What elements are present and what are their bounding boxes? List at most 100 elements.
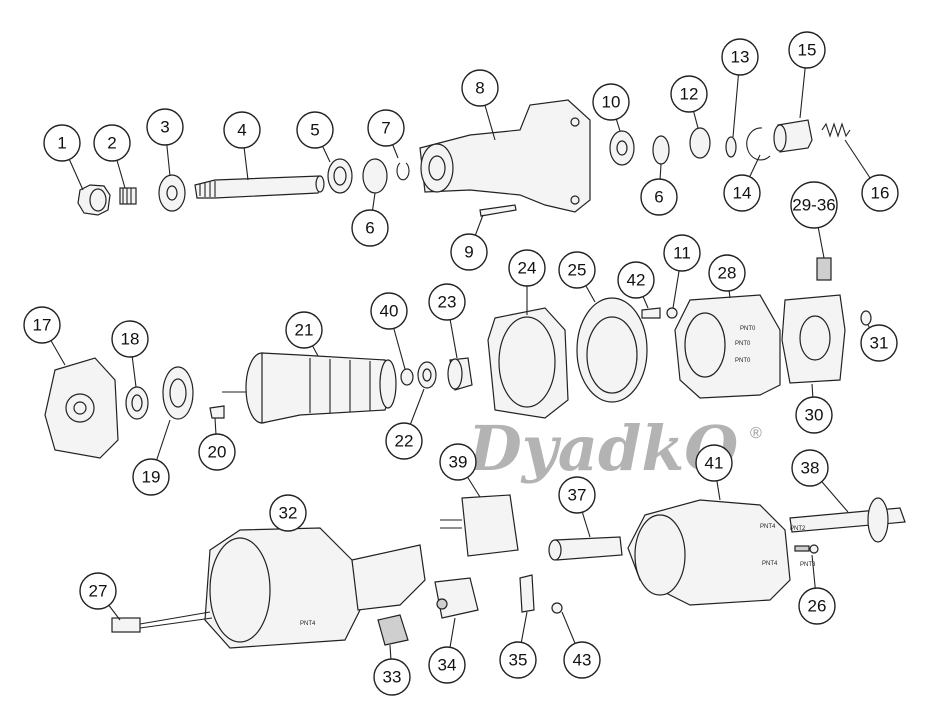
svg-text:PNT4: PNT4 <box>300 621 316 627</box>
part-spring <box>821 122 851 138</box>
part-o-ring-2 <box>652 135 670 165</box>
callout-9: 9 <box>450 233 488 271</box>
callout-3: 3 <box>146 108 184 146</box>
callout-number: 41 <box>705 454 724 473</box>
callout-number: 42 <box>627 271 646 290</box>
callout-circle <box>592 83 630 121</box>
callout-43: 43 <box>563 641 601 679</box>
callout-40: 40 <box>370 292 408 330</box>
part-bearing-2 <box>609 130 635 166</box>
part-bearing-3 <box>125 386 149 420</box>
callout-number: 37 <box>568 486 587 505</box>
part-ring <box>689 127 711 159</box>
part-side-handle: PNT2 <box>789 497 906 543</box>
callout-number: 7 <box>381 119 390 138</box>
callout-25: 25 <box>558 251 596 289</box>
callout-circle <box>146 108 184 146</box>
callout-23: 23 <box>428 283 466 321</box>
part-sleeve <box>773 119 813 153</box>
svg-text:PNT4: PNT4 <box>762 561 778 567</box>
callout-circle <box>790 181 838 229</box>
part-motor-housing: PNT4 <box>204 527 426 649</box>
callout-circle <box>617 261 655 299</box>
callout-31: 31 <box>860 324 898 362</box>
callout-circle <box>439 443 477 481</box>
callout-number: 16 <box>871 184 890 203</box>
part-clip <box>860 310 872 326</box>
svg-text:PNT2: PNT2 <box>790 526 806 532</box>
callout-14: 14 <box>723 174 761 212</box>
callout-2: 2 <box>93 124 131 162</box>
part-bearing <box>327 158 353 194</box>
part-spindle <box>194 175 325 199</box>
part-brush-holder <box>781 294 846 384</box>
callout-6: 6 <box>351 209 389 247</box>
callout-32: 32 <box>269 494 307 532</box>
callout-circle <box>198 433 236 471</box>
callout-number: 10 <box>602 93 621 112</box>
callout-number: 31 <box>870 334 889 353</box>
part-stator: PNT0 PNT0 PNT0 <box>674 294 781 399</box>
callout-number: 12 <box>680 85 699 104</box>
callout-circle <box>23 306 61 344</box>
callout-7: 7 <box>367 109 405 147</box>
callout-circle <box>132 458 170 496</box>
callout-number: 8 <box>475 79 484 98</box>
callout-circle <box>269 494 307 532</box>
callout-26: 26 <box>798 587 836 625</box>
part-bearing-sleeve <box>447 357 473 391</box>
callout-29-36: 29-36 <box>790 181 838 229</box>
callout-circle <box>223 111 261 149</box>
callout-42: 42 <box>617 261 655 299</box>
callout-16: 16 <box>861 174 899 212</box>
callout-number: 21 <box>295 321 314 340</box>
callout-27: 27 <box>79 572 117 610</box>
callout-number: 15 <box>798 41 817 60</box>
callout-circle <box>791 449 829 487</box>
part-small-ring <box>725 136 737 158</box>
callout-4: 4 <box>223 111 261 149</box>
callout-circle <box>788 31 826 69</box>
callout-circle <box>285 311 323 349</box>
callout-circle <box>296 111 334 149</box>
svg-text:PNT0: PNT0 <box>735 358 751 364</box>
part-cover-frame <box>487 307 569 419</box>
callout-number: 3 <box>160 118 169 137</box>
callout-number: 6 <box>654 188 663 207</box>
callout-circle <box>93 124 131 162</box>
callout-18: 18 <box>111 320 149 358</box>
callout-number: 28 <box>718 264 737 283</box>
part-flange-washer <box>158 174 186 212</box>
callout-34: 34 <box>428 646 466 684</box>
part-carbon-brush <box>816 257 832 281</box>
callout-circle <box>508 249 546 287</box>
svg-text:PNT0: PNT0 <box>740 326 756 332</box>
svg-text:DyadkO: DyadkO <box>466 412 738 485</box>
callout-37: 37 <box>558 476 596 514</box>
part-screw-2 <box>209 405 225 419</box>
callout-circle <box>43 124 81 162</box>
callout-number: 40 <box>380 302 399 321</box>
callout-circle <box>640 178 678 216</box>
callout-circle <box>428 646 466 684</box>
callout-circle <box>499 641 537 679</box>
callout-8: 8 <box>461 69 499 107</box>
part-bearing-4 <box>417 361 437 389</box>
callout-number: 6 <box>365 219 374 238</box>
callout-number: 19 <box>142 468 161 487</box>
callout-28: 28 <box>708 254 746 292</box>
callout-number: 38 <box>801 459 820 478</box>
callout-38: 38 <box>791 449 829 487</box>
callout-30: 30 <box>795 396 833 434</box>
callout-circle <box>708 254 746 292</box>
callout-circle <box>450 233 488 271</box>
svg-text:®: ® <box>750 425 762 442</box>
callout-24: 24 <box>508 249 546 287</box>
callout-circle <box>558 251 596 289</box>
callout-circle <box>563 641 601 679</box>
callout-number: 39 <box>449 453 468 472</box>
callout-number: 32 <box>279 504 298 523</box>
callout-33: 33 <box>373 658 411 696</box>
